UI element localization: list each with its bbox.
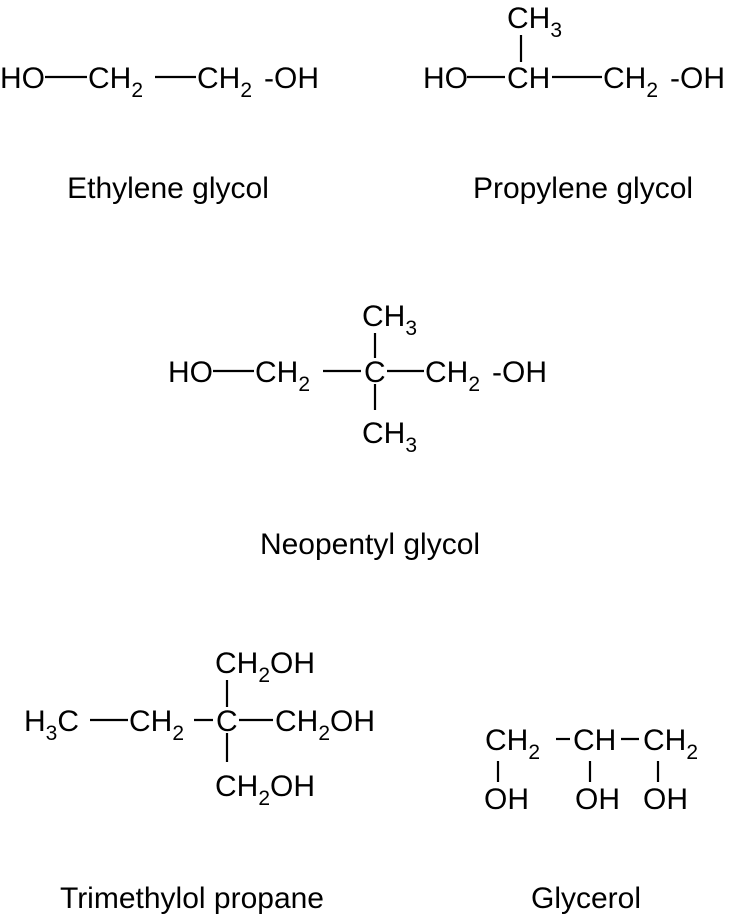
- npg-central-carbon: C: [364, 356, 386, 389]
- ethylene-glycol-structure: HO CH2 CH2 -OH: [0, 62, 319, 102]
- pg-ch-group: CH: [507, 62, 550, 95]
- neopentyl-glycol-name: Neopentyl glycol: [260, 528, 480, 561]
- eg-ch2-group-a: CH2: [88, 62, 143, 102]
- npg-methyl-bottom: CH3: [362, 417, 417, 457]
- ethylene-glycol-name: Ethylene glycol: [67, 172, 269, 205]
- pg-methyl-group: CH3: [507, 2, 562, 42]
- gly-ch2-left: CH2: [485, 724, 540, 764]
- trimethylol-propane-name: Trimethylol propane: [60, 882, 324, 915]
- pg-ch2-group: CH2: [603, 62, 658, 102]
- npg-oh-group: -OH: [492, 356, 547, 389]
- tmp-right-ch2oh: CH2OH: [275, 705, 375, 745]
- npg-methyl-top: CH3: [362, 300, 417, 340]
- npg-ho-group: HO: [168, 356, 213, 389]
- pg-oh-group: -OH: [670, 62, 725, 95]
- npg-ch2-right: CH2: [425, 356, 480, 396]
- neopentyl-glycol-structure: CH3 HO CH2 C CH2 -OH CH3: [168, 300, 547, 457]
- gly-oh-2: OH: [575, 783, 620, 816]
- eg-ch2-group-b: CH2: [197, 62, 252, 102]
- glycerol-structure: CH2 CH CH2 OH OH OH: [484, 724, 698, 816]
- npg-ch2-left: CH2: [255, 356, 310, 396]
- pg-ho-group: HO: [423, 62, 468, 95]
- tmp-central-carbon: C: [216, 705, 238, 738]
- eg-ho-group: HO: [0, 62, 45, 95]
- tmp-ch2-group: CH2: [129, 705, 184, 745]
- trimethylol-propane-structure: CH2OH H3C CH2 C CH2OH CH2OH: [24, 647, 375, 810]
- tmp-top-ch2oh: CH2OH: [215, 647, 315, 687]
- propylene-glycol-name: Propylene glycol: [473, 172, 693, 205]
- glycerol-name: Glycerol: [531, 882, 641, 915]
- propylene-glycol-structure: CH3 HO CH CH2 -OH: [423, 2, 725, 102]
- gly-ch-group: CH: [573, 724, 616, 757]
- gly-oh-3: OH: [643, 783, 688, 816]
- gly-oh-1: OH: [484, 783, 529, 816]
- eg-oh-group: -OH: [264, 62, 319, 95]
- tmp-h3c-group: H3C: [24, 705, 79, 745]
- gly-ch2-right: CH2: [643, 724, 698, 764]
- tmp-bottom-ch2oh: CH2OH: [215, 770, 315, 810]
